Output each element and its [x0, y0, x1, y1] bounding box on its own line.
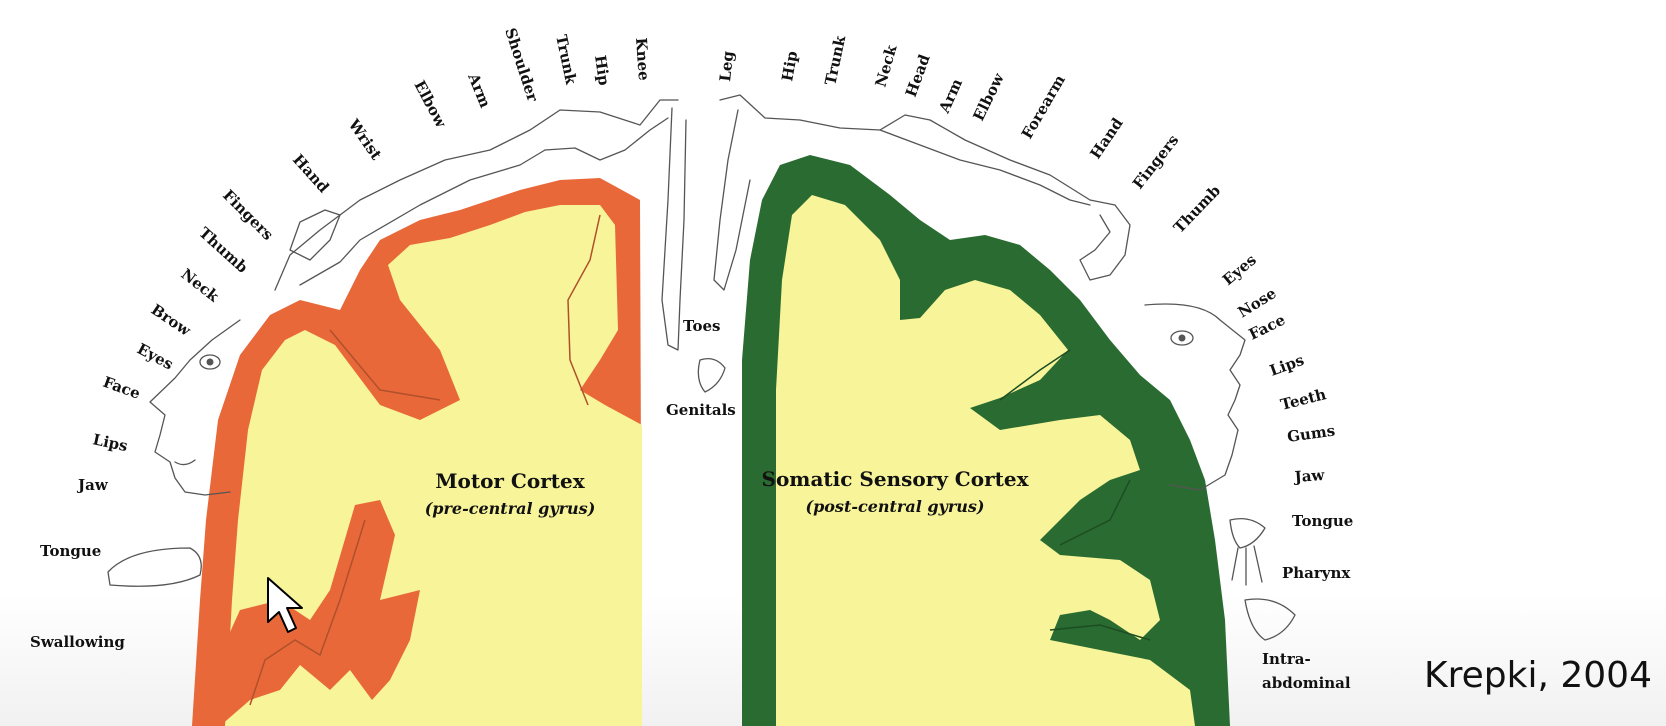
- sensory-label-forearm: Forearm: [1018, 72, 1069, 142]
- motor-subtitle: (pre-central gyrus): [425, 499, 596, 518]
- motor-label-brow: Brow: [148, 300, 195, 340]
- citation: Krepki, 2004: [1424, 655, 1652, 696]
- motor-label-wrist: Wrist: [344, 115, 385, 163]
- sensory-label-tongue: Tongue: [1292, 512, 1353, 530]
- sensory-label-elbow: Elbow: [969, 69, 1008, 123]
- motor-label-neck: Neck: [178, 265, 223, 306]
- motor-lower-gyrus: [220, 500, 420, 726]
- motor-label-eyes: Eyes: [134, 340, 176, 374]
- sensory-label-genitals: Genitals: [666, 401, 736, 419]
- sensory-label-abdominal: abdominal: [1262, 674, 1351, 692]
- motor-label-arm: Arm: [464, 70, 494, 111]
- sensory-label-trunk: Trunk: [821, 33, 849, 86]
- motor-label-thumb: Thumb: [195, 224, 251, 277]
- motor-label-hand: Hand: [289, 151, 333, 197]
- sensory-label-teeth: Teeth: [1279, 385, 1328, 414]
- sensory-label-leg: Leg: [716, 50, 737, 83]
- sensory-label-pharynx: Pharynx: [1282, 564, 1351, 582]
- sensory-label-toes: Toes: [683, 317, 720, 335]
- mouse-cursor-icon: [267, 577, 303, 633]
- sensory-cortex-figure: [697, 94, 1296, 726]
- motor-cortex-figure: [107, 99, 687, 726]
- motor-label-fingers: Fingers: [219, 186, 277, 244]
- sensory-label-neck: Neck: [872, 42, 901, 89]
- motor-label-elbow: Elbow: [410, 77, 450, 131]
- motor-label-tongue: Tongue: [40, 542, 101, 560]
- motor-label-lips: Lips: [91, 430, 129, 455]
- motor-label-face: Face: [101, 373, 143, 403]
- sensory-label-jaw: Jaw: [1292, 466, 1326, 486]
- motor-label-trunk: Trunk: [552, 33, 580, 86]
- sensory-label-hand: Hand: [1086, 114, 1127, 162]
- sensory-label-intra: Intra-: [1262, 650, 1311, 668]
- motor-label-shoulder: Shoulder: [501, 26, 542, 105]
- sensory-label-arm: Arm: [935, 76, 966, 117]
- sensory-label-head: Head: [902, 51, 934, 99]
- sensory-label-hip: Hip: [778, 50, 801, 83]
- sensory-label-fingers: Fingers: [1129, 131, 1182, 192]
- sensory-label-eyes: Eyes: [1219, 251, 1260, 289]
- sensory-subtitle: (post-central gyrus): [806, 497, 985, 516]
- motor-title: Motor Cortex: [435, 469, 585, 493]
- sensory-label-gums: Gums: [1286, 421, 1336, 446]
- motor-label-knee: Knee: [632, 37, 653, 81]
- sensory-cortex-interior: [776, 195, 1195, 726]
- sensory-label-lips: Lips: [1267, 351, 1306, 380]
- motor-label-swallowing: Swallowing: [30, 633, 125, 651]
- sensory-label-thumb: Thumb: [1170, 182, 1224, 237]
- motor-label-jaw: Jaw: [76, 476, 109, 494]
- sensory-title: Somatic Sensory Cortex: [762, 467, 1030, 491]
- motor-label-hip: Hip: [591, 54, 613, 87]
